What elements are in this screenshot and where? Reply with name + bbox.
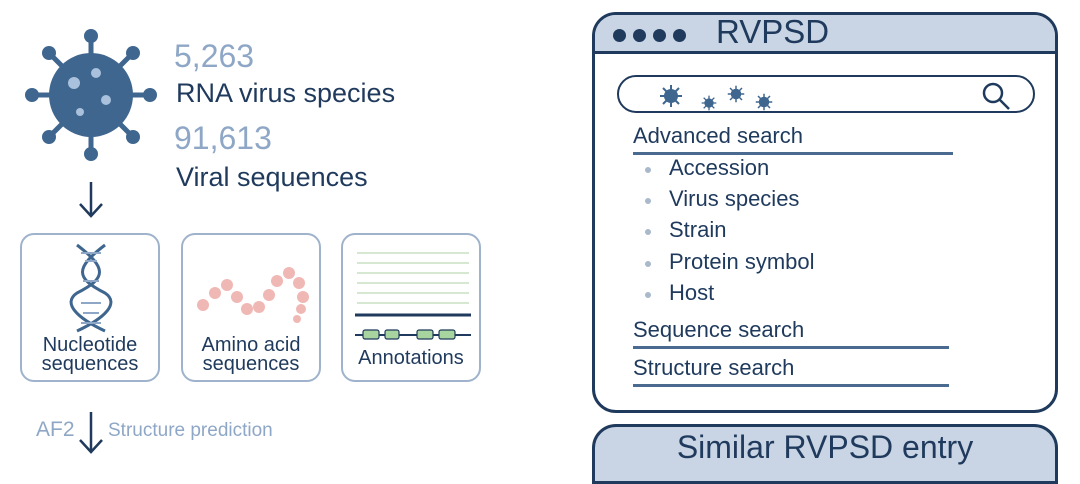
option-host[interactable]: Host xyxy=(669,280,715,305)
virus-icon xyxy=(660,85,682,107)
structure-search-link[interactable]: Structure search xyxy=(633,355,949,387)
amino-acid-card: Amino acid sequences xyxy=(181,233,321,382)
similar-entry-panel: Similar RVPSD entry xyxy=(592,424,1058,484)
bullet-icon xyxy=(645,292,651,298)
species-count: 5,263 xyxy=(174,38,255,74)
annotations-card: Annotations xyxy=(341,233,481,382)
option-virus-species[interactable]: Virus species xyxy=(669,186,800,211)
card-label-line2: sequences xyxy=(41,353,139,375)
down-arrow-icon xyxy=(79,182,103,218)
option-protein-symbol[interactable]: Protein symbol xyxy=(669,249,815,274)
nucleotide-card: Nucleotide sequences xyxy=(20,233,160,382)
window-dot-icon xyxy=(653,29,666,42)
card-label-line1: Amino acid xyxy=(201,334,301,356)
virus-icon xyxy=(701,95,717,111)
virus-icon xyxy=(25,29,157,161)
sequence-search-link[interactable]: Sequence search xyxy=(633,317,949,349)
virus-icon xyxy=(727,85,745,103)
option-strain[interactable]: Strain xyxy=(669,217,727,242)
down-arrow-icon xyxy=(79,412,103,454)
amino-acid-chain-icon xyxy=(197,267,309,323)
sequence-count: 91,613 xyxy=(174,120,272,156)
search-input[interactable] xyxy=(617,75,1035,113)
species-label: RNA virus species xyxy=(176,78,396,108)
bullet-icon xyxy=(645,229,651,235)
window-dot-icon xyxy=(633,29,646,42)
virus-icon xyxy=(755,93,773,111)
dna-icon xyxy=(69,243,113,333)
structure-prediction-label: Structure prediction xyxy=(108,420,273,441)
card-label-line1: Annotations xyxy=(358,347,464,369)
window-header: RVPSD xyxy=(595,15,1055,54)
rvpsd-window: RVPSD Advanced search Accession Virus sp… xyxy=(592,12,1058,413)
similar-entry-title: Similar RVPSD entry xyxy=(676,429,974,465)
card-label-line2: sequences xyxy=(202,353,300,375)
bullet-icon xyxy=(645,198,651,204)
window-dot-icon xyxy=(613,29,626,42)
search-icon[interactable] xyxy=(981,81,1011,111)
bullet-icon xyxy=(645,167,651,173)
annotation-track-icon xyxy=(355,252,471,340)
bullet-icon xyxy=(645,261,651,267)
advanced-search-link[interactable]: Advanced search xyxy=(633,123,953,155)
card-label-line1: Nucleotide xyxy=(42,334,138,356)
window-title: RVPSD xyxy=(716,13,830,50)
af2-label: AF2 xyxy=(36,418,75,441)
window-dot-icon xyxy=(673,29,686,42)
sequence-label: Viral sequences xyxy=(176,162,368,192)
option-accession[interactable]: Accession xyxy=(669,155,770,180)
